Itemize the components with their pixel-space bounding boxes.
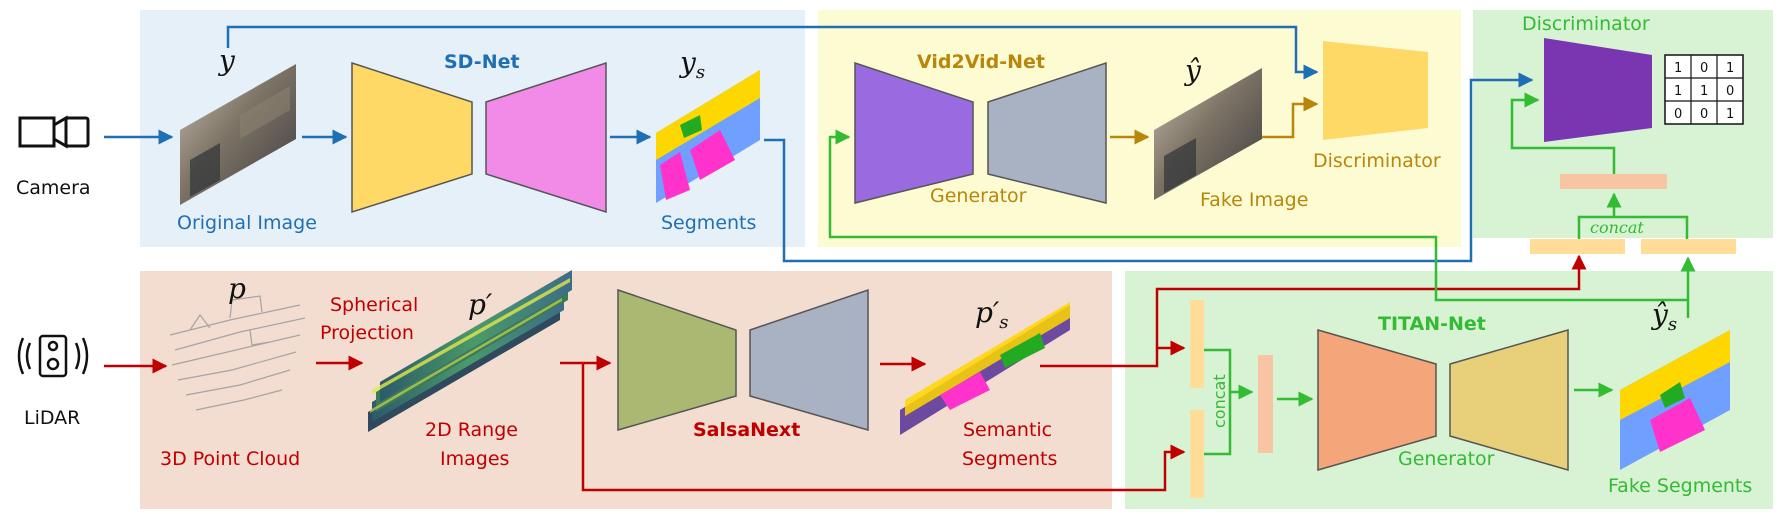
arrow-segments-to-vid2vid [828,129,1688,302]
concat-input-bar-right [1641,239,1736,254]
matrix-cell: 1 [1726,107,1734,122]
titan-input-bar-bottom [1190,410,1204,498]
titan-discriminator-title: Discriminator [1522,13,1650,35]
titan-generator-encoder [1317,329,1437,471]
segments-label: Segments [661,212,756,234]
fake-segments-thumbnail [1620,330,1730,470]
concat-label-top: concat [1590,218,1644,237]
vid2vid-generator-label: Generator [930,185,1027,207]
matrix-cell: 1 [1700,84,1708,99]
vid2vid-discriminator [1323,41,1428,140]
symbol-y-hat-s: ŷs [1650,298,1677,335]
vid2vid-title: Vid2Vid-Net [917,51,1045,73]
point-cloud-label: 3D Point Cloud [160,448,300,470]
semantic-segments-thumbnail [900,302,1070,435]
arrow-concat-to-discriminator [1510,92,1616,174]
lidar-label: LiDAR [24,407,80,429]
titan-concat-bar [1258,355,1273,453]
matrix-cell: 0 [1726,84,1734,99]
arrow-y-to-discriminator [226,25,1319,80]
arrow-range-to-titan [581,363,1186,492]
concat-result-bar [1560,174,1667,189]
range-label-1: 2D Range [425,419,518,441]
titan-concat-lines [1204,348,1232,456]
salsanext-title: SalsaNext [693,419,800,441]
salsanext-encoder [617,288,737,431]
camera-label: Camera [16,177,91,199]
symbol-p-s: p′s [975,296,1009,333]
titan-generator-decoder [1449,329,1569,471]
original-image-label: Original Image [177,212,317,234]
concat-input-bar-left [1530,239,1625,254]
concat-merge-lines [1577,215,1689,239]
matrix-cell: 0 [1700,61,1708,76]
semantic-label-2: Segments [962,448,1057,470]
symbol-y-hat: ŷ [1183,54,1202,87]
vid2vid-generator-encoder [854,61,974,204]
matrix-cell: 0 [1674,107,1682,122]
matrix-cell: 1 [1674,61,1682,76]
spherical-label-1: Spherical [330,294,418,316]
titan-discriminator [1544,38,1652,142]
semantic-label-1: Semantic [963,419,1052,441]
lidar-icon [17,334,89,378]
range-images-stack [368,270,572,432]
arrow-fake-image-to-discriminator [1262,96,1319,139]
matrix-cell: 1 [1726,61,1734,76]
titan-concat-label: concat [1210,374,1229,428]
symbol-y-s: ys [678,46,705,83]
fake-segments-label: Fake Segments [1608,475,1752,497]
fake-image-thumbnail [1154,68,1262,200]
spherical-label-2: Projection [320,322,414,344]
output-matrix: 1 0 1 1 1 0 0 0 1 [1664,54,1744,125]
titan-net-title: TITAN-Net [1378,313,1486,335]
sd-net-title: SD-Net [444,51,520,73]
symbol-y: y [217,44,236,77]
salsanext-decoder [749,288,869,431]
sd-net-decoder [485,61,607,214]
symbol-p-prime: p′ [468,288,493,321]
arrow-semantic-to-concat [1155,254,1587,348]
matrix-cell: 1 [1674,84,1682,99]
symbol-p: p [228,272,246,305]
segments-thumbnail [656,70,760,203]
range-label-2: Images [440,448,509,470]
point-cloud-thumbnail [169,295,306,411]
vid2vid-discriminator-label: Discriminator [1313,150,1441,172]
vid2vid-generator-decoder [987,61,1107,204]
fake-image-label: Fake Image [1200,189,1308,211]
matrix-cell: 0 [1700,107,1708,122]
camera-icon [18,115,90,149]
sd-net-encoder [351,61,473,214]
arrow-semantic-to-titan [1040,340,1186,368]
arrow-segments-to-discriminator [764,72,1534,263]
titan-input-bar-top [1190,300,1204,388]
titan-generator-label: Generator [1398,448,1495,470]
original-image-thumbnail [180,64,296,205]
